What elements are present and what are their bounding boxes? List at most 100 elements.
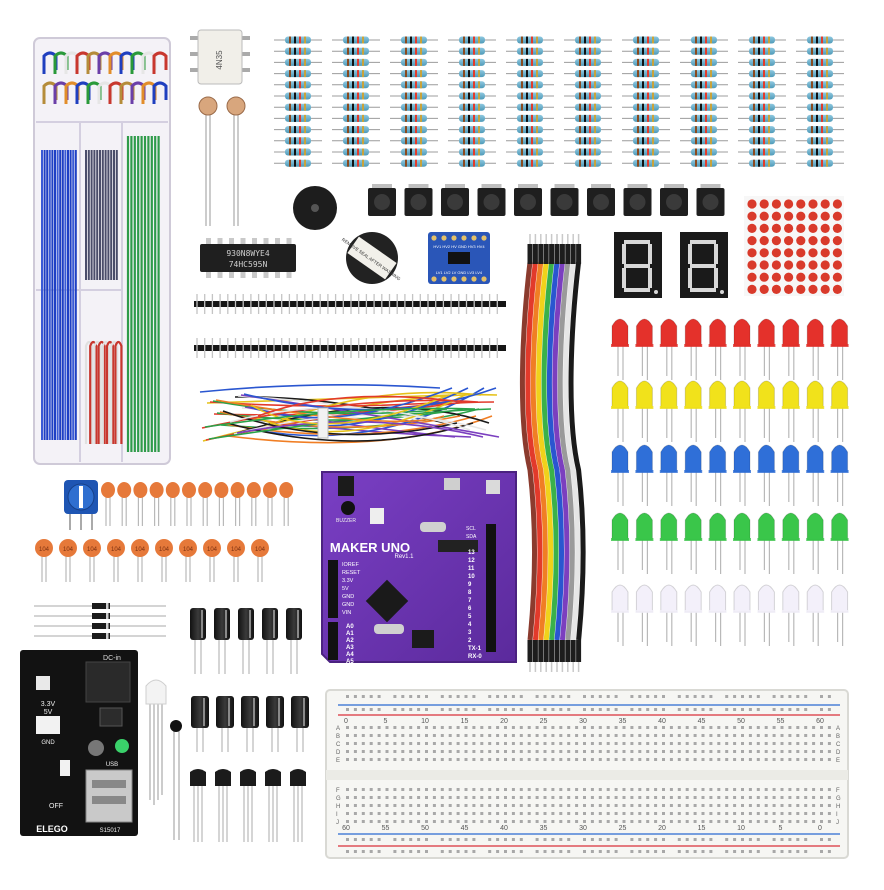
bb-hole [488, 804, 492, 807]
bb-number: 25 [619, 825, 627, 832]
bb-hole [780, 734, 784, 737]
ceramic-cap [155, 539, 173, 557]
resistor-band [526, 58, 528, 66]
resistor-band [710, 103, 712, 111]
resistor-band [405, 159, 407, 167]
led-rim [684, 470, 703, 473]
ceramic-cap [246, 482, 261, 498]
bb-hole [417, 820, 421, 823]
buzzer-small [293, 186, 337, 230]
bb-rail-hole [709, 695, 713, 698]
bb-hole [733, 812, 737, 815]
bb-rail-hole [662, 695, 665, 698]
bb-hole [677, 734, 681, 737]
bb-hole [827, 788, 831, 791]
resistor [343, 70, 369, 78]
resistor-band [289, 81, 291, 89]
led-rim [611, 538, 629, 541]
bb-hole [606, 734, 610, 737]
bb-rail-hole [583, 850, 586, 853]
led-rim [733, 406, 751, 409]
resistor-band [642, 148, 644, 156]
bb-hole [456, 726, 460, 729]
resistor-band [768, 70, 770, 78]
bb-rail-hole [425, 850, 428, 853]
bb-rail-hole [804, 850, 808, 853]
matrix-dot [759, 223, 769, 233]
resistor-band [753, 148, 755, 156]
segment [624, 240, 650, 244]
bb-hole [669, 734, 673, 737]
resistor-band [420, 70, 422, 78]
resistor [691, 159, 717, 167]
led-rim [781, 470, 800, 473]
bb-hole [598, 726, 602, 729]
matrix-dot [747, 199, 757, 209]
ls-pin [481, 276, 487, 282]
box-wire [152, 51, 168, 74]
segment-dot [654, 290, 658, 294]
resistor [633, 58, 659, 66]
bb-hole [440, 734, 444, 737]
resistor-band [478, 148, 480, 156]
bb-hole [464, 820, 468, 823]
bb-hole [432, 788, 436, 791]
bb-hole [662, 812, 665, 815]
bb-hole [638, 820, 642, 823]
ceramic-cap [227, 539, 245, 557]
bb-rail-hole [551, 708, 555, 711]
bb-letter: A [336, 726, 340, 732]
resistor-band [415, 92, 417, 100]
bb-hole [756, 726, 760, 729]
bb-hole [377, 812, 381, 815]
elcap-stripe [297, 610, 299, 638]
bb-hole [606, 758, 610, 761]
resistor-band [347, 148, 349, 156]
resistor-band [536, 58, 538, 66]
bb-hole [353, 812, 357, 815]
bb-rail-hole [535, 708, 539, 711]
resistor-band [299, 126, 301, 134]
bb-hole [464, 804, 468, 807]
thermistor [170, 720, 182, 840]
bb-hole [796, 758, 800, 761]
bb-hole [788, 796, 792, 799]
led-rim [635, 470, 654, 473]
bb-hole [401, 820, 405, 823]
resistor-band [362, 70, 364, 78]
bb-rail-hole [677, 838, 681, 841]
bb-hole [693, 726, 697, 729]
resistor-band [594, 103, 596, 111]
led-rim [659, 406, 678, 409]
bb-hole [764, 788, 768, 791]
resistor [343, 92, 369, 100]
resistor [285, 36, 311, 44]
bb-hole [583, 796, 586, 799]
resistor-band [647, 137, 649, 145]
bb-hole [662, 750, 665, 753]
bb-hole [377, 758, 381, 761]
resistor-band [589, 126, 591, 134]
resistor-band [652, 103, 654, 111]
power-label-gnd: GND [41, 740, 55, 746]
bb-rail-hole [646, 850, 650, 853]
resistor-band [410, 148, 412, 156]
resistor-band [758, 36, 760, 44]
bb-hole [401, 734, 405, 737]
ceramic-cap [107, 539, 125, 557]
bb-rail-hole [488, 695, 492, 698]
matrix-dot [832, 199, 843, 209]
bb-hole [551, 734, 555, 737]
bb-hole [677, 796, 681, 799]
header-strip [194, 301, 506, 307]
bb-hole [559, 742, 563, 745]
resistor-band [763, 114, 765, 122]
resistor-band [478, 137, 480, 145]
resistor [575, 47, 601, 55]
resistor-band [758, 81, 760, 89]
bb-hole [425, 750, 428, 753]
bb-hole [622, 820, 626, 823]
ic-pin [263, 270, 269, 278]
resistor-band [811, 36, 813, 44]
elcap-stripe [273, 610, 275, 638]
